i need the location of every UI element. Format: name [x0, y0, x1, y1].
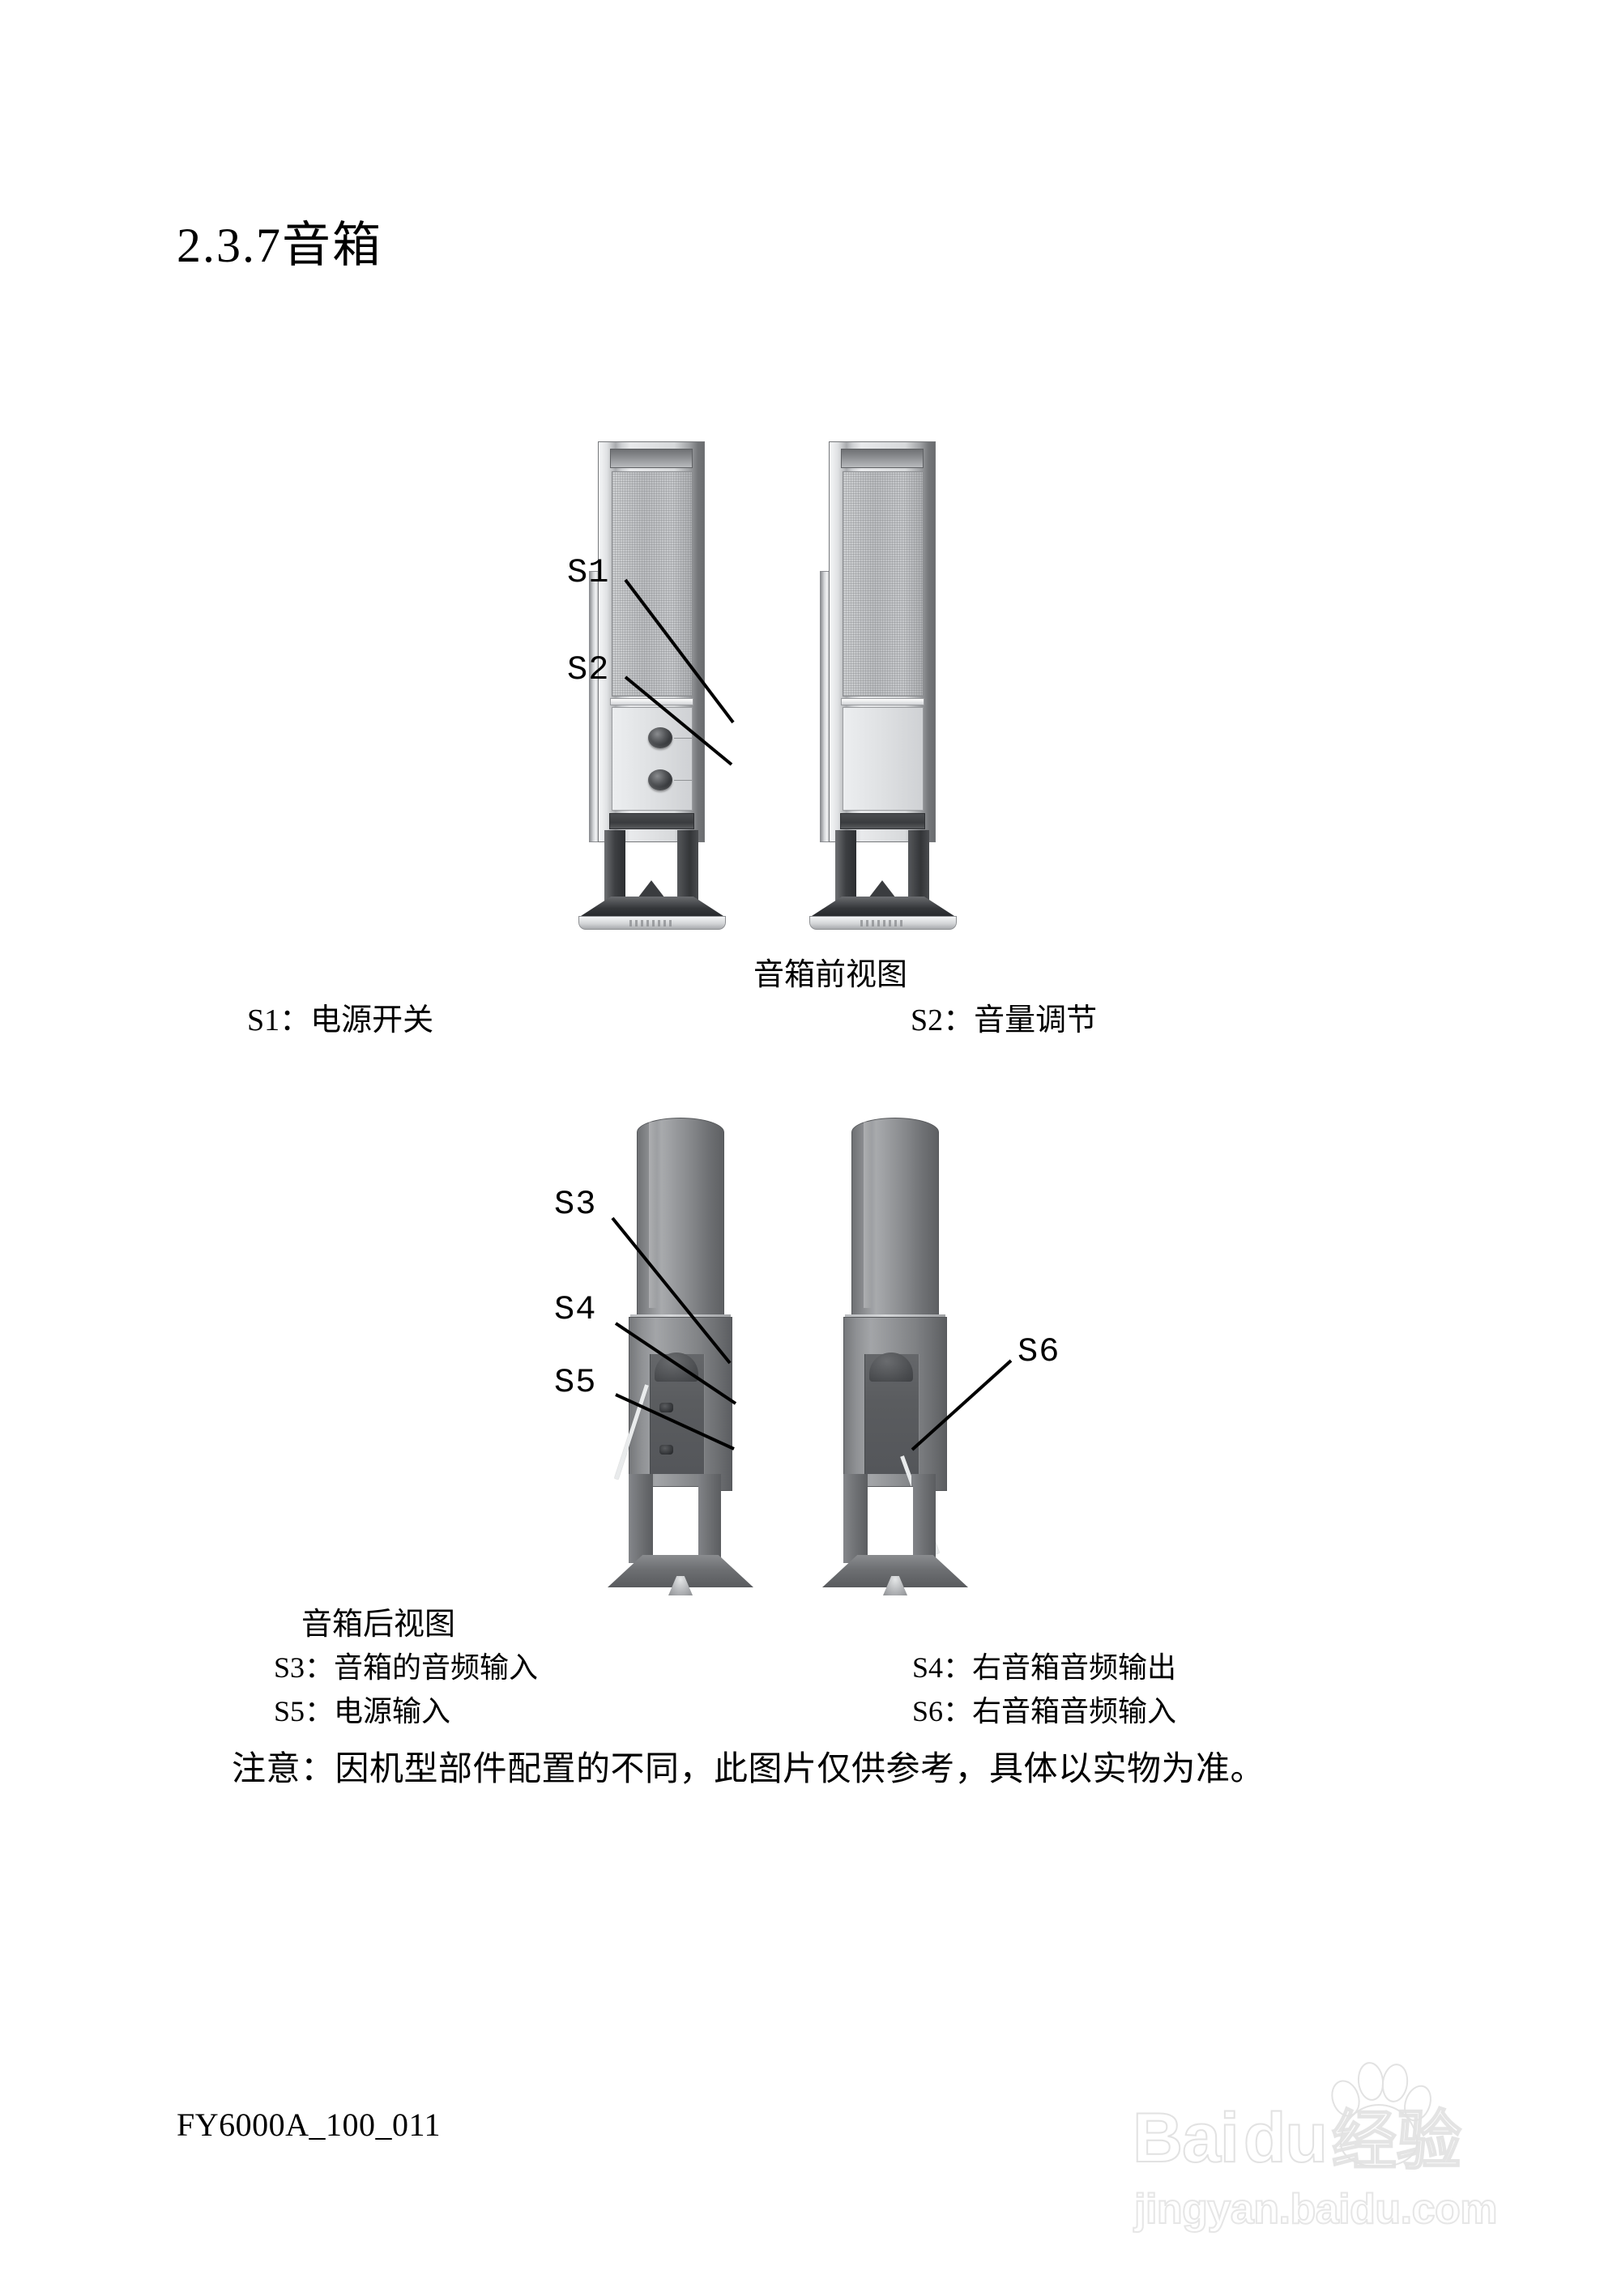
speaker-grille — [843, 471, 924, 696]
speaker-leg-left — [604, 830, 625, 901]
footer-document-code: FY6000A_100_011 — [177, 2106, 442, 2143]
speaker-top-slot — [841, 449, 924, 468]
watermark-brand-du: du — [1243, 2099, 1329, 2177]
speaker-rear-seam — [845, 1314, 945, 1318]
page-title: 2.3.7音箱 — [177, 219, 382, 272]
baidu-jingyan-watermark: Bai du 经验 jingyan.baidu.com — [1132, 2055, 1554, 2250]
speaker-leg-right — [908, 830, 929, 901]
speaker-base-top — [809, 897, 957, 918]
callout-label-s2: S2 — [567, 650, 610, 689]
callout-label-s4: S4 — [554, 1290, 597, 1329]
speaker-control-panel — [612, 707, 693, 811]
speaker-bottom-vent — [840, 813, 925, 829]
watermark-url: jingyan.baidu.com — [1133, 2185, 1499, 2234]
speaker-pair-front — [578, 441, 1053, 931]
rear-view-caption: 音箱后视图 — [301, 1608, 456, 1642]
speaker-bottom-vent — [609, 813, 694, 829]
watermark-brand-bai: Bai — [1132, 2099, 1240, 2177]
paw-print-icon — [1320, 2060, 1436, 2167]
speaker-rear-upper-tube — [637, 1118, 724, 1318]
rear-pillar-left — [843, 1474, 868, 1563]
rear-stand-gap — [868, 1486, 913, 1557]
watermark-brand-cn: 经验 — [1331, 2104, 1462, 2177]
front-speaker-right — [809, 441, 957, 931]
speaker-pair-rear — [608, 1118, 1053, 1604]
rear-pillar-left — [629, 1474, 653, 1563]
audio-input-port[interactable] — [869, 1352, 913, 1382]
paw-toe-4 — [1399, 2081, 1436, 2126]
paw-toe-3 — [1379, 2062, 1411, 2104]
rear-speaker-right — [822, 1118, 968, 1604]
speaker-grille — [612, 471, 693, 696]
knob-mark-lower — [674, 780, 692, 781]
legend-s2: S2：音量调节 — [911, 1003, 1098, 1037]
speaker-divider-strip — [610, 698, 693, 705]
legend-s1: S1：电源开关 — [247, 1003, 434, 1037]
speaker-top-slot — [610, 449, 693, 468]
speaker-front-view-figure — [578, 441, 1053, 931]
brand-logo — [860, 920, 906, 926]
speaker-rear-upper-tube — [851, 1118, 939, 1318]
knob-mark-upper — [674, 738, 692, 739]
audio-output-jack[interactable] — [659, 1403, 673, 1412]
speaker-legs — [604, 830, 698, 901]
speaker-rear-view-figure — [608, 1118, 1053, 1604]
paw-toe-2 — [1355, 2060, 1386, 2102]
volume-knob[interactable] — [648, 769, 672, 790]
speaker-leg-left — [835, 830, 856, 901]
rear-stand-gap — [653, 1486, 698, 1557]
speaker-base-top — [578, 897, 726, 918]
legend-s3: S3：音箱的音频输入 — [274, 1651, 539, 1684]
power-switch-knob[interactable] — [648, 727, 672, 748]
rear-speaker-left — [608, 1118, 753, 1604]
legend-s4: S4：右音箱音频输出 — [912, 1651, 1177, 1684]
callout-label-s6: S6 — [1018, 1332, 1060, 1371]
legend-s5: S5：电源输入 — [274, 1695, 451, 1727]
paw-toe-1 — [1326, 2076, 1365, 2121]
rear-pillar-right — [911, 1474, 936, 1563]
rear-pillar-right — [697, 1474, 721, 1563]
speaker-blank-panel — [843, 707, 924, 811]
speaker-divider-strip — [841, 698, 924, 705]
paw-pad-main — [1340, 2104, 1418, 2167]
callout-label-s3: S3 — [554, 1185, 597, 1224]
power-input-jack[interactable] — [659, 1445, 673, 1455]
speaker-body — [598, 441, 705, 842]
callout-label-s5: S5 — [554, 1363, 597, 1402]
disclaimer-note: 注意：因机型部件配置的不同，此图片仅供参考，具体以实物为准。 — [232, 1751, 1265, 1788]
speaker-leg-right — [677, 830, 698, 901]
brand-logo — [629, 920, 675, 926]
speaker-base-front — [578, 916, 726, 930]
speaker-base-front — [809, 916, 957, 930]
speaker-legs — [835, 830, 929, 901]
callout-label-s1: S1 — [567, 553, 610, 592]
watermark-brand-row: Bai du 经验 — [1132, 2099, 1462, 2177]
front-view-caption: 音箱前视图 — [753, 958, 908, 992]
speaker-body — [829, 441, 936, 842]
legend-s6: S6：右音箱音频输入 — [912, 1695, 1177, 1727]
